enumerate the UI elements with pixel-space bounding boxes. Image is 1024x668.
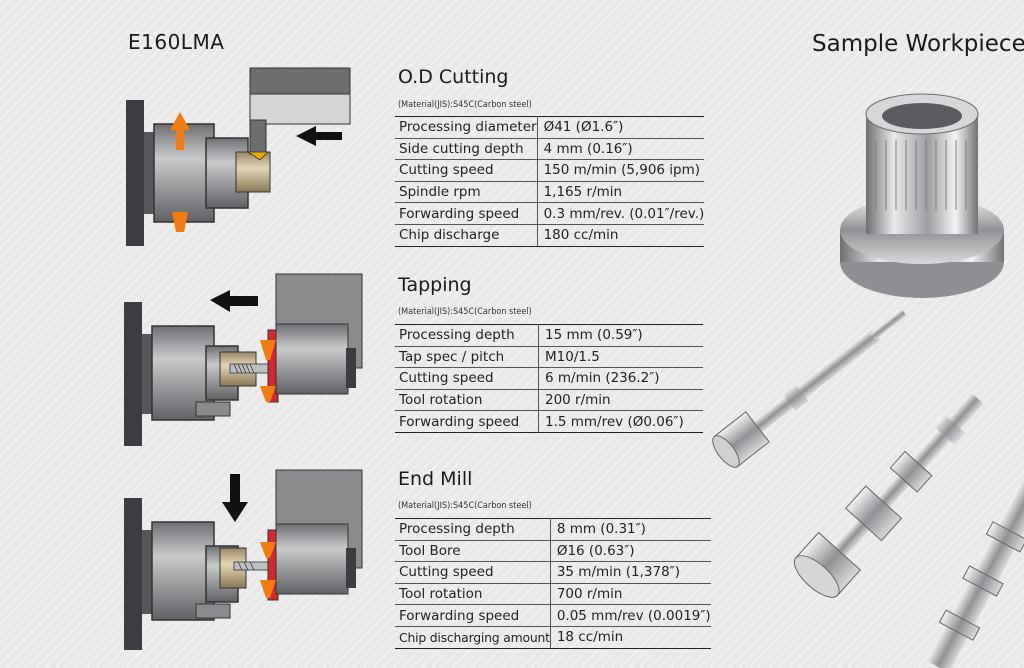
spec-value: 200 r/min	[538, 389, 703, 412]
flanged-bushing-workpiece	[840, 93, 1004, 298]
spec-label: Cutting speed	[395, 561, 551, 584]
spec-value: M10/1.5	[538, 346, 703, 369]
tap-tool	[229, 363, 271, 374]
chuck-flange	[126, 100, 144, 246]
spec-label: Processing depth	[395, 518, 551, 541]
spec-label: Forwarding speed	[395, 202, 538, 225]
spec-label: Cutting speed	[395, 367, 539, 390]
spec-value: Ø41 (Ø1.6″)	[537, 116, 705, 139]
rotation-arrow-icon	[260, 542, 276, 558]
od-cutting-material: (Material(JIS):S45C(Carbon steel)	[398, 100, 532, 110]
rotation-arrow-icon	[260, 340, 276, 360]
spec-value: 4 mm (0.16″)	[537, 138, 705, 161]
end-mill-title: End Mill	[398, 468, 473, 490]
feed-arrow-icon	[210, 290, 258, 312]
spec-label: Forwarding speed	[395, 410, 539, 433]
spec-label: Tool rotation	[395, 389, 539, 412]
spec-value: 0.3 mm/rev. (0.01″/rev.)	[537, 202, 705, 225]
spec-label: Processing diameter	[395, 116, 538, 139]
tapping-title: Tapping	[398, 274, 472, 296]
sample-workpieces-title: Sample Workpieces	[812, 31, 1024, 57]
spec-label: Processing depth	[395, 324, 539, 347]
end-mill-tool	[233, 561, 271, 571]
spec-label: Side cutting depth	[395, 138, 538, 161]
od-cutting-title: O.D Cutting	[398, 66, 509, 88]
spec-value: 0.05 mm/rev (0.0019″)	[550, 604, 711, 627]
spec-value: 6 m/min (236.2″)	[538, 367, 703, 390]
spec-label: Forwarding speed	[395, 604, 551, 627]
spec-value: 700 r/min	[550, 583, 711, 606]
tapping-material: (Material(JIS):S45C(Carbon steel)	[398, 307, 532, 317]
spec-value: Ø16 (0.63″)	[550, 540, 711, 563]
tapping-diagram	[124, 273, 363, 446]
spec-value: 18 cc/min	[550, 626, 711, 649]
spec-value: 35 m/min (1,378″)	[550, 561, 711, 584]
spec-value: 1.5 mm/rev (Ø0.06″)	[538, 410, 703, 433]
feed-arrow-icon	[296, 126, 342, 146]
spec-label: Tool Bore	[395, 540, 551, 563]
spec-label: Cutting speed	[395, 159, 538, 182]
feed-arrow-icon	[222, 474, 248, 522]
od-cutting-diagram	[126, 67, 351, 246]
turning-tool	[249, 119, 267, 155]
spec-label: Spindle rpm	[395, 181, 538, 204]
spec-value: 150 m/min (5,906 ipm)	[537, 159, 705, 182]
spec-label: Chip discharging amount	[395, 626, 551, 649]
rotation-arrow-icon	[170, 112, 190, 150]
workpiece	[235, 151, 271, 193]
spec-label: Chip discharge	[395, 224, 538, 247]
spec-value: 180 cc/min	[537, 224, 705, 247]
sample-workpieces-photo	[712, 93, 1024, 668]
spec-value: 15 mm (0.59″)	[538, 324, 703, 347]
spec-label: Tap spec / pitch	[395, 346, 539, 369]
stepped-shaft-workpiece	[712, 309, 907, 468]
end-mill-material: (Material(JIS):S45C(Carbon steel)	[398, 501, 532, 511]
camshaft-workpiece	[793, 392, 984, 598]
spec-value: 8 mm (0.31″)	[550, 518, 711, 541]
long-shaft-workpiece	[925, 430, 1024, 668]
end-mill-diagram	[124, 469, 363, 650]
model-name: E160LMA	[128, 30, 225, 54]
spec-value: 1,165 r/min	[537, 181, 705, 204]
spec-label: Tool rotation	[395, 583, 551, 606]
